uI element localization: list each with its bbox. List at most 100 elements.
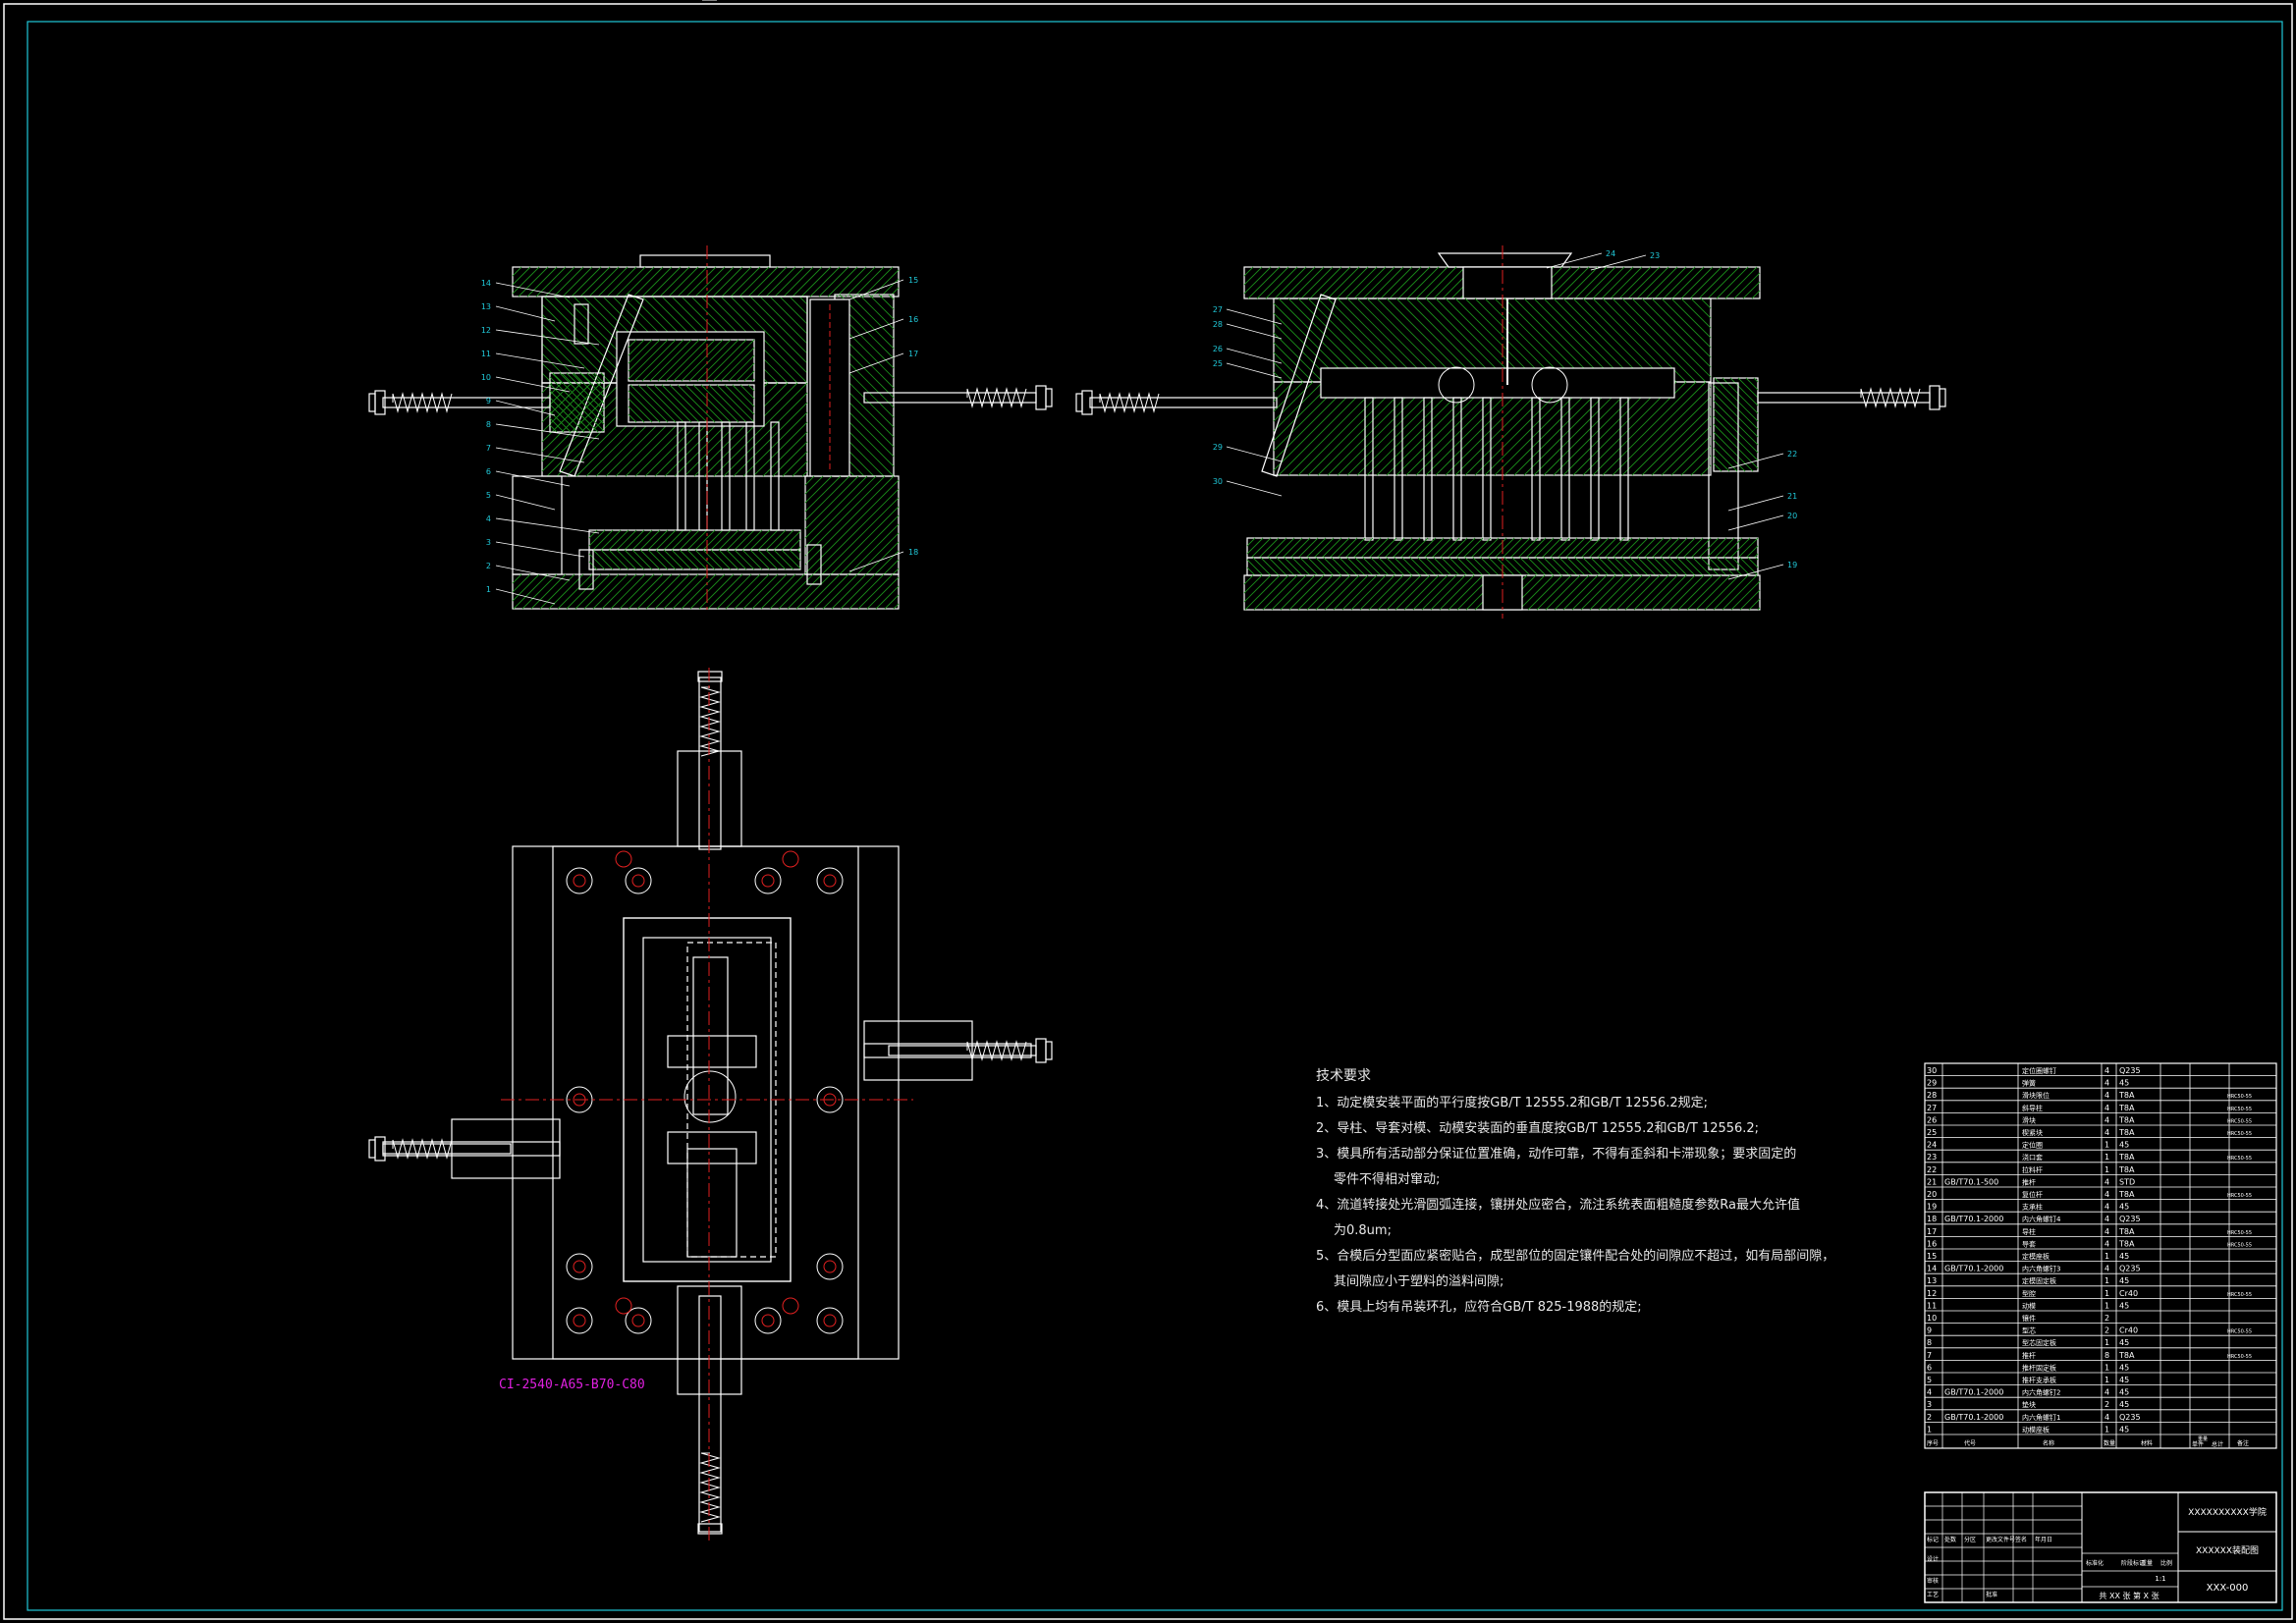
cell-note: HRC50-55 — [2227, 1193, 2252, 1199]
hatch-stroke — [1243, 574, 1254, 585]
leader-line — [495, 494, 556, 511]
spring-path — [966, 1040, 1027, 1061]
hatch-stroke — [684, 384, 724, 423]
hatch-stroke — [747, 266, 779, 298]
hatch-stroke — [600, 529, 622, 551]
part-lower-hub — [667, 1131, 757, 1164]
hatch-stroke — [1686, 574, 1722, 611]
spring-path — [966, 387, 1027, 408]
header-cell: 重量 — [2198, 1435, 2208, 1442]
hatch-stroke — [1480, 557, 1500, 576]
requirement-line: 6、模具上均有吊装环孔，应符合GB/T 825-1988的规定; — [1316, 1300, 1642, 1315]
leader-line — [495, 400, 556, 416]
hatch-stroke — [751, 573, 788, 610]
cell-qty: 4 — [2105, 1265, 2109, 1273]
hatch-stroke — [663, 549, 684, 570]
hatch-stroke — [1583, 266, 1616, 299]
bolt-hole-center — [631, 874, 645, 888]
hatch-stroke — [636, 573, 673, 610]
hatch-stroke — [725, 573, 761, 610]
hatch-stroke — [804, 475, 877, 548]
leader-line — [495, 588, 556, 605]
header-cell: 序号 — [1927, 1439, 1939, 1447]
title-label: 标准化 — [2086, 1559, 2104, 1567]
cell-no: 22 — [1927, 1165, 1937, 1174]
hatch-stroke — [765, 549, 787, 570]
cell-name: 内六角螺钉2 — [2022, 1388, 2060, 1397]
cell-no: 18 — [1927, 1215, 1937, 1223]
hatch-stroke — [637, 384, 677, 423]
cell-no: 20 — [1927, 1190, 1937, 1199]
hatch-stroke — [1502, 537, 1523, 559]
hatch-stroke — [765, 266, 796, 298]
cell-name: 内六角螺钉4 — [2022, 1215, 2061, 1223]
cell-note: HRC50-55 — [2227, 1354, 2252, 1360]
hatch-stroke — [1448, 574, 1484, 611]
hatch-stroke — [1297, 574, 1334, 611]
hatch-stroke — [679, 549, 700, 570]
hatch-stroke — [769, 573, 805, 610]
cell-qty: 4 — [2105, 1239, 2109, 1248]
hatch-stroke — [800, 266, 832, 298]
ejector-pin — [1364, 397, 1374, 541]
cell-note: HRC50-55 — [2227, 1094, 2252, 1100]
hatch-stroke — [1271, 574, 1307, 611]
bolt-hole — [625, 867, 652, 894]
hatch-stroke — [1700, 298, 1712, 309]
cell-mat: Q235 — [2119, 1265, 2141, 1273]
hatch-stroke — [1571, 574, 1608, 611]
bolt-hole-center — [823, 1314, 837, 1327]
hatch-stroke — [1596, 537, 1617, 559]
hatch-stroke — [633, 339, 677, 382]
hatch-stroke — [804, 475, 833, 504]
hatch-stroke — [1246, 567, 1256, 576]
hatch-stroke — [1689, 266, 1722, 299]
cell-no: 13 — [1927, 1276, 1937, 1285]
hatch-stroke — [552, 372, 605, 425]
ejector-pin — [677, 421, 686, 531]
insert-hatch-lower — [628, 384, 755, 423]
hatch-stroke — [521, 573, 558, 610]
hatch-stroke — [615, 266, 646, 298]
hatch-stroke — [1713, 423, 1759, 469]
hatch-stroke — [1558, 557, 1578, 576]
hatch-stroke — [631, 549, 653, 570]
hatch-stroke — [1368, 537, 1390, 559]
hatch-stroke — [773, 529, 794, 551]
hatch-stroke — [566, 372, 605, 411]
hatch-stroke — [742, 573, 779, 610]
hatch-stroke — [796, 549, 801, 554]
cell-qty: 1 — [2105, 1425, 2109, 1434]
guide-pin-hole — [782, 850, 799, 868]
hatch-stroke — [1273, 381, 1314, 422]
hatch-stroke — [1273, 352, 1304, 383]
hatch-stroke — [562, 266, 593, 298]
hatch-stroke — [1503, 557, 1523, 576]
leader-line — [1546, 252, 1603, 269]
hatch-stroke — [659, 266, 690, 298]
cell-name: 镶件 — [2022, 1314, 2036, 1323]
hatch-stroke — [878, 294, 895, 310]
hatch-stroke — [783, 266, 814, 298]
hatch-stroke — [541, 313, 612, 384]
cell-no: 26 — [1927, 1115, 1937, 1124]
hatch-stroke — [1352, 537, 1374, 559]
requirement-line: 5、合模后分型面应紧密贴合，成型部位的固定镶件配合处的间隙应不超过，如有局部间隙… — [1316, 1249, 1835, 1264]
cell-name: 拉料杆 — [2022, 1165, 2043, 1174]
hatch-stroke — [718, 549, 739, 570]
hatch-stroke — [1670, 298, 1712, 339]
hatch-stroke — [1645, 557, 1665, 576]
rod-nut-cap — [368, 393, 376, 412]
hatch-stroke — [1637, 557, 1657, 576]
hatch-stroke — [1676, 557, 1696, 576]
hatch-stroke — [892, 568, 900, 575]
hatch-stroke — [888, 294, 895, 300]
hatch-stroke — [586, 372, 605, 391]
hatch-stroke — [1645, 266, 1678, 299]
spring-path — [1099, 392, 1160, 413]
hatch-stroke — [1327, 266, 1360, 299]
hatch-stroke — [694, 549, 716, 570]
hatch-stroke — [1621, 557, 1641, 576]
hatch-stroke — [884, 594, 900, 610]
hatch-stroke — [1661, 425, 1712, 476]
